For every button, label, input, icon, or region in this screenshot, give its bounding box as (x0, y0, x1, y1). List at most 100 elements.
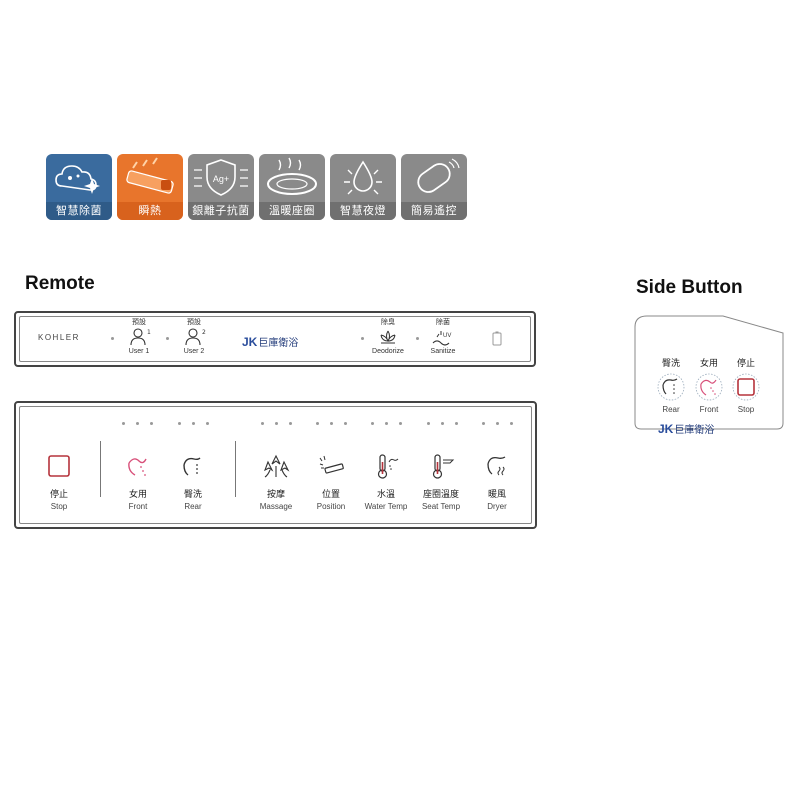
button-top-label: 預設 (187, 318, 201, 326)
feature-tile-silver-ion: Ag+ 銀離子抗菌 (188, 154, 254, 220)
sanitize-icon: UV (432, 331, 451, 346)
button-bottom-label: Deodorize (372, 348, 404, 355)
user-2-button[interactable]: 預設 2 User 2 (174, 317, 214, 356)
seat-temp-button[interactable]: 座圈溫度 Seat Temp (406, 451, 476, 513)
water-temp-icon (377, 454, 399, 479)
button-zh-label: 女用 (128, 490, 147, 500)
front-wash-button[interactable]: 女用 Front (103, 451, 173, 513)
massage-button[interactable]: 按摩 Massage (241, 451, 311, 513)
button-bottom-label: Sanitize (430, 348, 456, 355)
button-en-label: Water Temp (364, 502, 408, 511)
level-dot (496, 422, 499, 425)
side-button-title: Side Button (636, 277, 743, 298)
button-zh-label: 暖風 (487, 490, 506, 500)
stop-button[interactable]: 停止 Stop (24, 451, 94, 513)
heated-seat-icon (267, 157, 317, 195)
front-wash-icon (128, 458, 147, 476)
dryer-button[interactable]: 暖風 Dryer (462, 451, 532, 513)
level-dot (178, 422, 181, 425)
level-dot (371, 422, 374, 425)
remote-top-bar: KOHLER 預設 1 User 1 預設 2 User 2 JK 巨庫衛浴 (14, 311, 536, 367)
level-dot (136, 422, 139, 425)
instant-heat-icon (126, 157, 174, 194)
button-en-label: Seat Temp (421, 502, 461, 511)
rear-wash-icon (657, 373, 685, 401)
divider (100, 441, 101, 497)
seat-temp-icon (432, 454, 455, 479)
feature-label: 溫暖座圈 (259, 202, 325, 220)
level-dot (510, 422, 513, 425)
button-en-label: Stop (737, 405, 755, 414)
button-zh-label: 水溫 (376, 490, 395, 500)
level-dot (206, 422, 209, 425)
button-zh-label: 女用 (699, 359, 718, 369)
sanitize-button[interactable]: 除菌 UV Sanitize (423, 317, 463, 356)
level-dot (261, 422, 264, 425)
feature-label: 智慧夜燈 (330, 202, 396, 220)
button-bottom-label: User 1 (128, 348, 150, 355)
button-zh-label: 按摩 (266, 490, 285, 500)
ag-shield-icon: Ag+ (194, 159, 248, 196)
level-dot (192, 422, 195, 425)
jk-logo: JK 巨庫衛浴 (242, 334, 299, 350)
feature-tile-easy-remote: 簡易遙控 (401, 154, 467, 220)
level-dot (316, 422, 319, 425)
feature-label: 簡易遙控 (401, 202, 467, 220)
deodorize-button[interactable]: 除臭 Deodorize (368, 317, 408, 356)
button-zh-label: 停止 (49, 490, 68, 500)
button-top-label: 除菌 (436, 318, 450, 326)
dryer-icon (487, 456, 506, 476)
stop-icon (48, 455, 70, 477)
level-dot (482, 422, 485, 425)
side-stop-button[interactable]: 停止 Stop (727, 358, 765, 416)
side-button-panel: 臀洗 Rear 女用 Front 停止 (633, 313, 785, 436)
divider (235, 441, 236, 497)
kohler-brand: KOHLER (38, 333, 80, 342)
button-bottom-label: User 2 (183, 348, 205, 355)
indicator-dot (361, 337, 364, 340)
feature-label: 瞬熱 (117, 202, 183, 220)
button-en-label: Front (128, 502, 148, 511)
user-1-icon: 1 (130, 328, 151, 346)
jk-logo-name: 巨庫衛浴 (258, 338, 299, 349)
user-1-button[interactable]: 預設 1 User 1 (119, 317, 159, 356)
button-zh-label: 臀洗 (661, 359, 680, 369)
jk-logo-mark: JK (658, 421, 674, 436)
position-icon (319, 455, 344, 474)
feature-icons-row: 智慧除菌 瞬熱 Ag+ 銀離子抗菌 溫暖座圈 智慧夜燈 (46, 154, 467, 220)
level-dot (441, 422, 444, 425)
button-top-label: 預設 (132, 318, 146, 326)
level-dot (330, 422, 333, 425)
svg-text:1: 1 (147, 329, 151, 336)
remote-control-icon (417, 158, 460, 193)
button-en-label: Dryer (487, 502, 507, 511)
battery-icon (492, 331, 502, 346)
button-en-label: Rear (662, 405, 680, 414)
button-en-label: Rear (184, 502, 202, 511)
front-wash-icon (695, 373, 723, 401)
jk-logo-mark: JK (242, 334, 258, 349)
feature-label: 智慧除菌 (46, 202, 112, 220)
side-rear-wash-button[interactable]: 臀洗 Rear (652, 358, 690, 416)
cloud-sparkle-icon (55, 165, 100, 194)
position-button[interactable]: 位置 Position (296, 451, 366, 513)
level-dot (427, 422, 430, 425)
button-zh-label: 位置 (321, 490, 340, 500)
side-front-wash-button[interactable]: 女用 Front (690, 358, 728, 416)
deodorize-icon (380, 330, 396, 344)
button-en-label: Stop (50, 502, 68, 511)
indicator-dot (416, 337, 419, 340)
button-en-label: Position (316, 502, 346, 511)
feature-tile-heated-seat: 溫暖座圈 (259, 154, 325, 220)
button-zh-label: 座圈溫度 (422, 490, 459, 500)
level-dot (122, 422, 125, 425)
rear-wash-button[interactable]: 臀洗 Rear (158, 451, 228, 513)
level-dot (150, 422, 153, 425)
indicator-dot (111, 337, 114, 340)
water-temp-button[interactable]: 水溫 Water Temp (351, 451, 421, 513)
feature-tile-instant-heat: 瞬熱 (117, 154, 183, 220)
button-zh-label: 臀洗 (183, 490, 202, 500)
remote-title: Remote (25, 273, 95, 294)
feature-label: 銀離子抗菌 (188, 202, 254, 220)
level-dot (455, 422, 458, 425)
